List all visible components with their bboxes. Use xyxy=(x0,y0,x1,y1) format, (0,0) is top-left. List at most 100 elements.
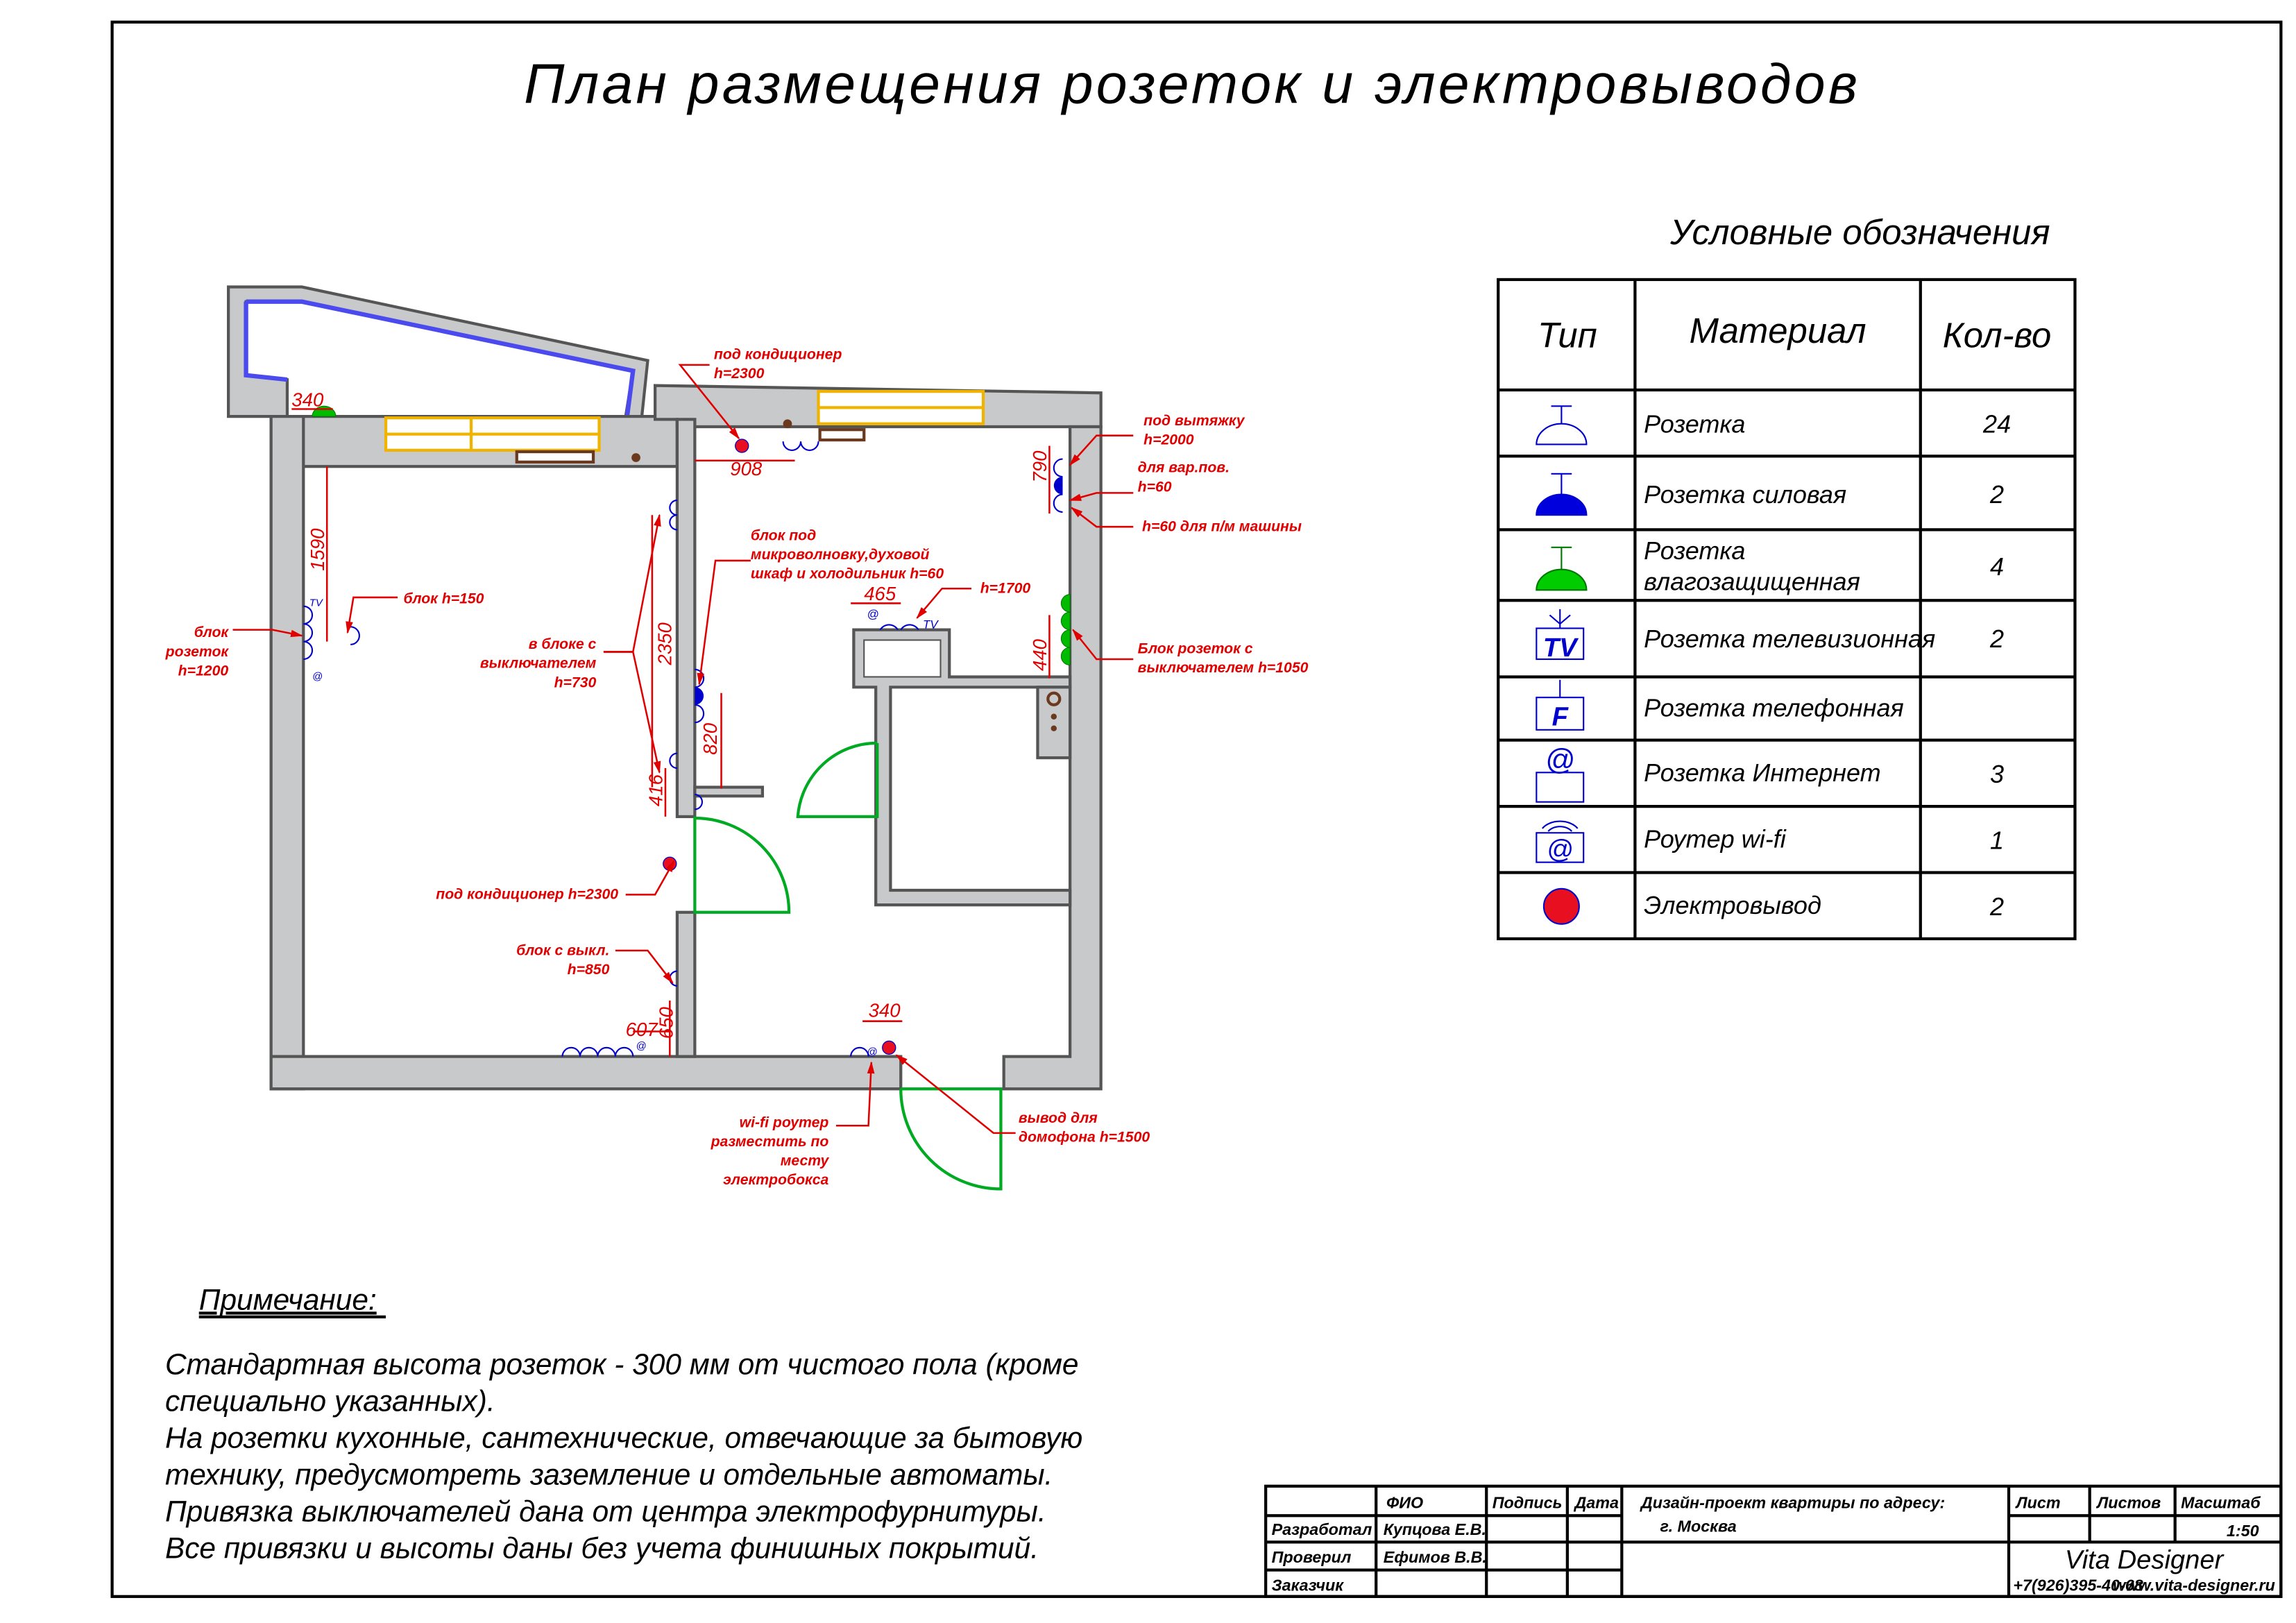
annotation-switch730: h=730 xyxy=(554,674,597,690)
annotation-switch730: выключателем xyxy=(480,656,597,672)
tb-phone: +7(926)395-40-68 xyxy=(2013,1576,2143,1594)
notes: Примечание: Стандартная высота розеток -… xyxy=(165,1283,1082,1564)
annotation-hood: под вытяжку xyxy=(1143,413,1245,429)
note-line: На розетки кухонные, сантехнические, отв… xyxy=(165,1422,1082,1454)
annotation-dishwasher: h=60 для п/м машины xyxy=(1142,519,1302,535)
tb-project: Дизайн-проект квартиры по адресу: xyxy=(1640,1494,1945,1512)
legend-qty: 24 xyxy=(1982,409,2011,438)
legend: Условные обозначения Тип Материал Кол-во… xyxy=(1497,212,2077,941)
annotation-hood: h=2000 xyxy=(1143,432,1194,448)
annotation-microwave: микроволновку,духовой xyxy=(751,547,930,563)
svg-text:@: @ xyxy=(1545,743,1575,776)
annotation-block1200: блок xyxy=(194,624,230,640)
dimension-label: 340 xyxy=(291,389,324,410)
tb-sheets: Листов xyxy=(2095,1494,2161,1512)
tb-developed: Разработал xyxy=(1272,1520,1372,1538)
dimension-label: 820 xyxy=(699,722,721,755)
annotation-intercom: вывод для xyxy=(1019,1110,1098,1126)
annotation-ac-top: под кондиционер xyxy=(714,346,842,362)
annotation-wifi: электробокса xyxy=(723,1172,828,1188)
internet-socket-icon: @ xyxy=(867,608,878,621)
tb-checked-name: Ефимов В.В. xyxy=(1384,1548,1487,1566)
legend-material: Розетка Интернет xyxy=(1644,758,1881,787)
radiator-icon xyxy=(818,428,866,442)
tb-developed-name: Купцова Е.В. xyxy=(1384,1520,1486,1538)
annotation-wifi: wi-fi роутер xyxy=(740,1114,829,1130)
note-line: Все привязки и высоты даны без учета фин… xyxy=(165,1532,1039,1565)
annotation-ac-top: h=2300 xyxy=(714,366,765,382)
electrical-outlet-icon xyxy=(882,1040,896,1055)
window-kitchen xyxy=(817,389,985,425)
dimension-label: 440 xyxy=(1029,638,1051,671)
tb-company: Vita Designer xyxy=(2065,1545,2225,1575)
tb-sheet: Лист xyxy=(2015,1494,2061,1512)
internet-socket-icon: @ xyxy=(1536,743,1585,803)
dimension-label: 416 xyxy=(645,774,667,806)
tb-address: г. Москва xyxy=(1660,1518,1736,1536)
tb-sign: Подпись xyxy=(1493,1494,1563,1512)
sheet-frame xyxy=(110,20,2283,1598)
electrical-outlet-icon xyxy=(735,439,749,453)
legend-material: Роутер wi-fi xyxy=(1644,824,1787,853)
legend-material: Розетка телевизионная xyxy=(1644,624,1935,653)
annotation-h1700: h=1700 xyxy=(980,581,1031,597)
waterproof-socket-icon xyxy=(1536,546,1588,591)
tb-fio: ФИО xyxy=(1386,1494,1423,1512)
legend-qty: 1 xyxy=(1990,826,2004,855)
tb-scale-value: 1:50 xyxy=(2227,1522,2259,1540)
dimension-label: 465 xyxy=(864,583,896,604)
tv-socket-icon: TV xyxy=(923,618,939,631)
legend-qty: 4 xyxy=(1990,552,2004,581)
waterproof-socket-icon xyxy=(312,405,1071,666)
annotation-ac-bottom: под кондиционер h=2300 xyxy=(436,887,618,903)
radiator-icon xyxy=(515,450,595,464)
wifi-router-icon: @ xyxy=(1536,820,1585,864)
annotation-hob: h=60 xyxy=(1138,479,1172,495)
dimension-label: 908 xyxy=(730,458,763,479)
dimension-label: 1590 xyxy=(307,528,328,571)
legend-qty: 3 xyxy=(1990,760,2004,788)
legend-col-type: Тип xyxy=(1538,315,1597,355)
annotation-kitchen-block: Блок розеток с xyxy=(1138,641,1253,657)
dimension-label: 790 xyxy=(1029,450,1051,483)
riser-icon xyxy=(783,419,792,429)
legend-material: Электровывод xyxy=(1644,891,1821,919)
annotation-block850: блок с выкл. xyxy=(516,942,609,958)
note-line: Привязка выключателей дана от центра эле… xyxy=(165,1495,1046,1528)
annotation-switch730: в блоке с xyxy=(529,636,597,652)
tb-customer: Заказчик xyxy=(1272,1576,1345,1594)
svg-text:TV: TV xyxy=(1543,633,1579,663)
annotation-microwave: блок под xyxy=(751,527,816,543)
internet-socket-icon: @ xyxy=(636,1041,647,1052)
legend-qty: 2 xyxy=(1989,624,2004,653)
annotation-block150: блок h=150 xyxy=(403,590,484,606)
legend-qty: 2 xyxy=(1989,480,2004,509)
legend-heading: Условные обозначения xyxy=(1669,212,2050,252)
internet-socket-icon: @ xyxy=(312,672,323,683)
annotation-block1200: розеток xyxy=(165,644,230,660)
legend-material: влагозащищенная xyxy=(1644,567,1860,595)
legend-qty: 2 xyxy=(1989,892,2004,921)
annotation-microwave: шкаф и холодильник h=60 xyxy=(751,566,944,581)
socket-group xyxy=(303,441,1063,1057)
dimension-label: 2350 xyxy=(654,622,675,666)
riser-icon xyxy=(631,453,640,462)
annotation-wifi: разместить по xyxy=(711,1134,829,1150)
annotation-block850: h=850 xyxy=(568,962,610,978)
internet-socket-icon: TV xyxy=(309,598,324,609)
socket-icon xyxy=(1536,405,1588,445)
wifi-router-icon: @ xyxy=(867,1046,877,1057)
tb-checked: Проверил xyxy=(1272,1548,1352,1566)
annotation-kitchen-block: выключателем h=1050 xyxy=(1138,660,1309,676)
svg-text:@: @ xyxy=(1547,834,1574,864)
electrical-outlet-icon xyxy=(1542,887,1580,925)
tb-scale: Масштаб xyxy=(2181,1494,2261,1512)
annotation-hob: для вар.пов. xyxy=(1138,460,1230,476)
note-line: Стандартная высота розеток - 300 мм от ч… xyxy=(165,1348,1079,1381)
dimension-label: 607 xyxy=(626,1019,659,1040)
legend-material: Розетка xyxy=(1644,409,1745,438)
balcony-glazing xyxy=(244,299,636,417)
legend-material: Розетка xyxy=(1644,536,1745,565)
window-left xyxy=(384,416,601,452)
